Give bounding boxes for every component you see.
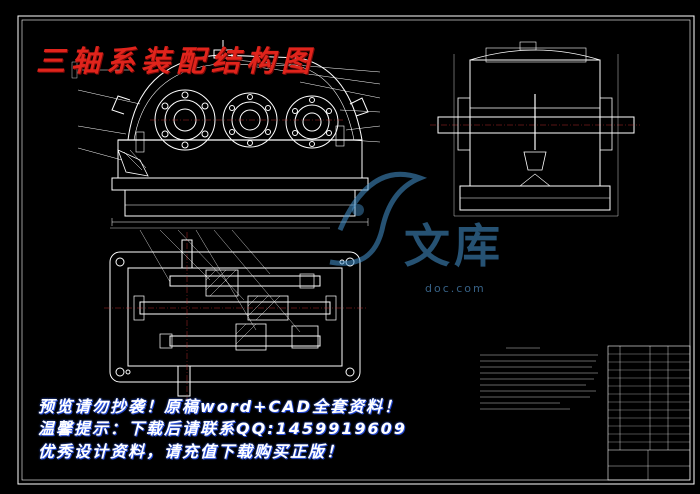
lifting-lug-left (111, 95, 131, 115)
watermark-line-3: 优秀设计资料，请充值下载购买正版！ (38, 442, 345, 461)
output-shaft (177, 365, 191, 397)
base-body (124, 189, 356, 217)
shaft-2 (169, 275, 321, 287)
leader-lines-left (77, 69, 141, 161)
gear-a (205, 269, 239, 297)
logo-swoosh (329, 171, 428, 266)
outer-frame (17, 15, 695, 485)
watermark-line-1: 预览请勿抄袭！原稿word+CAD全套资料！ (38, 397, 402, 416)
technical-notes (480, 347, 598, 410)
gear-d (291, 325, 319, 349)
oil-gauge (117, 149, 149, 177)
front-view (71, 40, 381, 226)
leader-lines-top (139, 229, 301, 333)
watermark-line-2: 温馨提示：下载后请联系QQ:1459919609 (38, 419, 407, 438)
logo-mark (329, 171, 428, 266)
title-block (607, 345, 691, 481)
side-view (430, 41, 640, 217)
top-inner (127, 267, 343, 367)
logo-figure (352, 204, 364, 216)
lifting-lug-right (349, 97, 369, 117)
section-hatch (205, 269, 281, 345)
cover-arch (127, 54, 363, 141)
base-foot (111, 177, 369, 191)
shaft-1 (139, 301, 331, 315)
gear-c (235, 323, 267, 351)
top-outer (109, 251, 361, 383)
inner-frame (21, 19, 691, 481)
lower-case (117, 139, 363, 179)
logo-url: doc.com (425, 282, 486, 295)
logo-text: 文库 (404, 219, 504, 273)
shaft-3 (169, 335, 321, 347)
bearing-3 (285, 95, 339, 149)
drawing-title: 三轴系装配结构图 (36, 44, 317, 78)
top-section-view (104, 227, 368, 400)
leader-lines-right (233, 59, 381, 143)
